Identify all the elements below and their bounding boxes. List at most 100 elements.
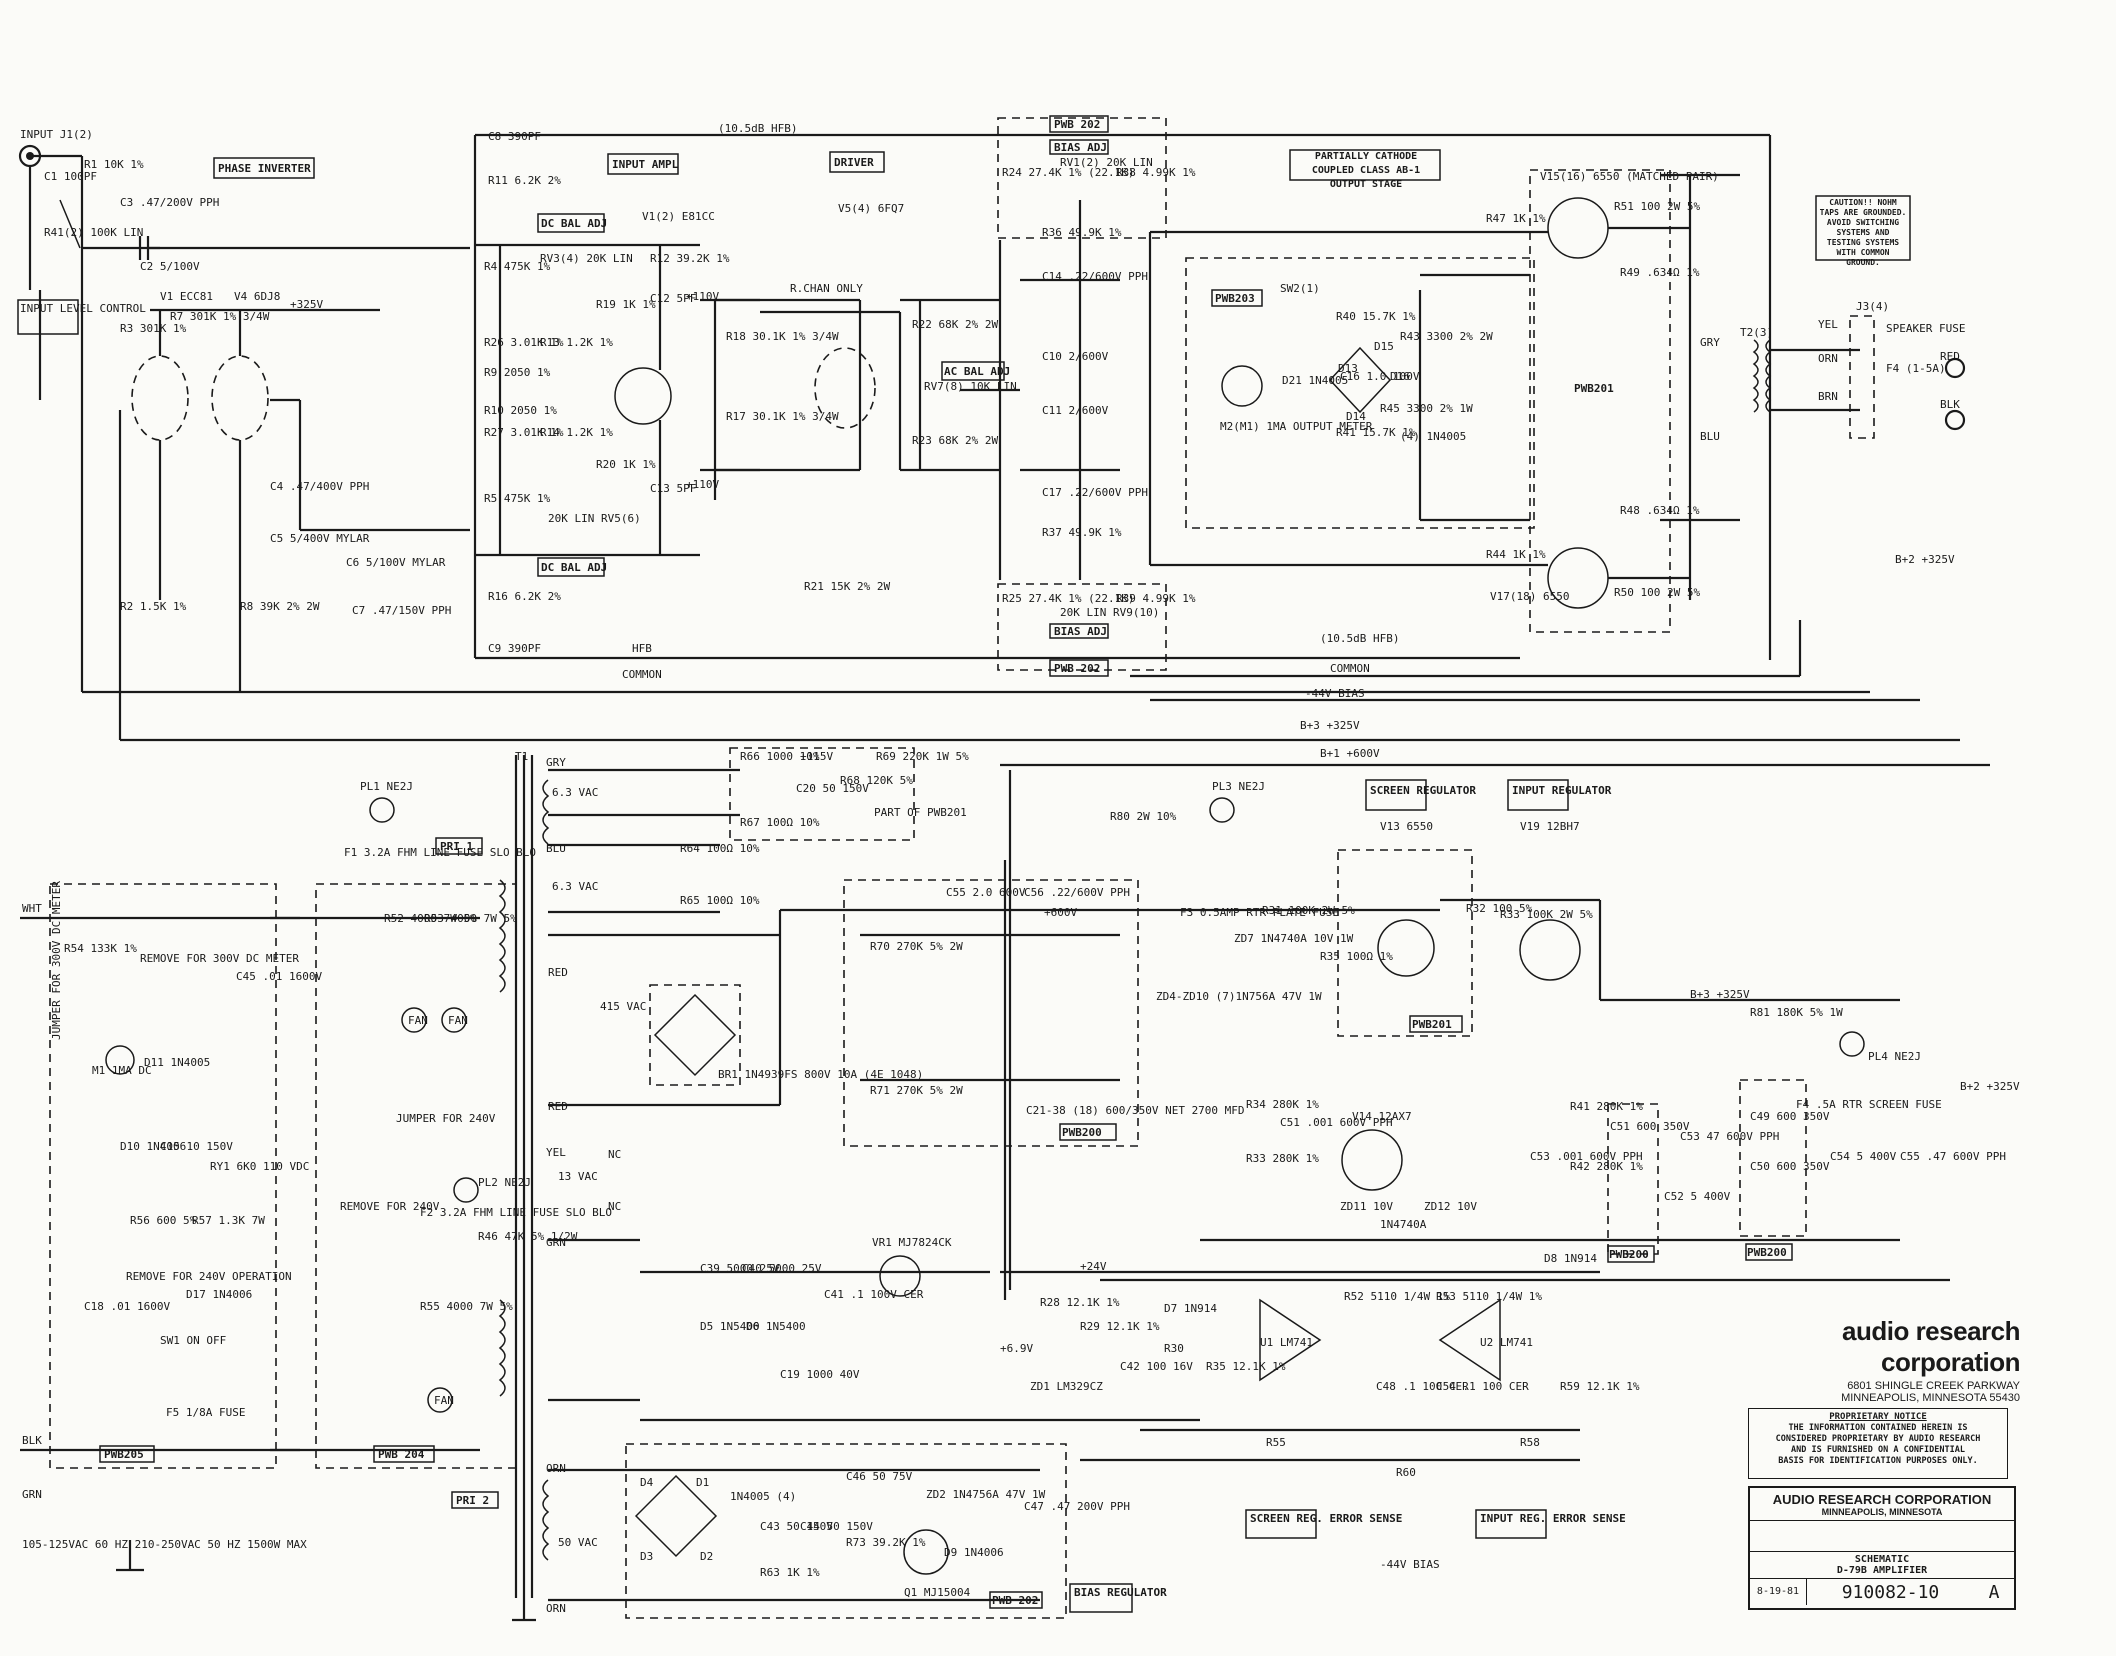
c13-label: C13 5PF (650, 482, 696, 495)
c16-label: C16 1.0 100V (1340, 370, 1420, 383)
output-stage-box (1289, 149, 1441, 181)
input-ampl-box (607, 153, 679, 175)
pwb202-top-tag (1049, 115, 1109, 133)
part-of-label: PART OF PWB201 (874, 806, 967, 819)
zd11-label: ZD11 10V (1340, 1200, 1393, 1213)
c41-label: C41 .1 100V CER (824, 1288, 924, 1301)
bias-reg-box (1069, 1583, 1133, 1613)
bias-adj-bottom-tag (1049, 623, 1109, 639)
r51-label: R51 100 2W 5% (1614, 200, 1700, 213)
fan2-label: FAN (448, 1014, 468, 1027)
phase-inverter-box (213, 157, 315, 179)
r36-label: R36 49.9K 1% (1042, 226, 1122, 239)
pri2-tag (451, 1491, 499, 1509)
j3-label: J3(4) (1856, 300, 1889, 313)
orn-label: ORN (1818, 352, 1838, 365)
r21-label: R21 15K 2% 2W (804, 580, 890, 593)
r34-label: R34 280K 1% (1246, 1098, 1319, 1111)
speaker-black-terminal-icon[interactable] (1944, 409, 1966, 431)
grn-label: GRN (22, 1488, 42, 1501)
pri1-label: PRI 1 (440, 840, 473, 853)
c12-label: C12 5PF (650, 292, 696, 305)
pwb200-caps-label: PWB200 (1062, 1126, 1102, 1139)
caution-note: CAUTION!! NOHM TAPS ARE GROUNDED. AVOID … (1819, 198, 1907, 267)
remove240-label: REMOVE FOR 240V (340, 1200, 440, 1213)
vac13-label: 13 VAC (558, 1170, 598, 1183)
c2-label: C2 5/100V (140, 260, 200, 273)
r27-label: R27 3.01K 1% (484, 426, 564, 439)
r17-label: R17 30.1K 1% 3/4W (726, 410, 839, 423)
r8-label: R8 39K 2% 2W (240, 600, 320, 613)
v19-tube-icon (1519, 919, 1581, 981)
input-reg-label: INPUT REGULATOR (1512, 784, 1612, 797)
bias2-label: -44V BIAS (1380, 1558, 1440, 1571)
r52b-label: R52 5110 1/4W 1% (1344, 1290, 1450, 1303)
vin-label: 105-125VAC 60 HZ 210-250VAC 50 HZ 1500W … (22, 1538, 307, 1551)
pri2-label: PRI 2 (456, 1494, 489, 1507)
r71-label: R71 270K 5% 2W (870, 1084, 963, 1097)
r40-label: R40 15.7K 1% (1336, 310, 1416, 323)
input-reg-box (1507, 779, 1569, 811)
sw2-label: SW2(1) (1280, 282, 1320, 295)
proprietary-notice: PROPRIETARY NOTICE THE INFORMATION CONTA… (1748, 1408, 2008, 1479)
c44-label: C44 50 150V (800, 1520, 873, 1533)
rv1-label: RV1(2) 20K LIN (1060, 156, 1153, 169)
zd1-label: ZD1 LM329CZ (1030, 1380, 1103, 1393)
r70-label: R70 270K 5% 2W (870, 940, 963, 953)
vac50-label: 50 VAC (558, 1536, 598, 1549)
zd2-label: ZD2 1N4756A 47V 1W (926, 1488, 1046, 1501)
pwb204-label: PWB 204 (378, 1448, 425, 1461)
u1-opamp-icon (1259, 1298, 1322, 1382)
fan1-label: FAN (408, 1014, 428, 1027)
r69-label: R69 220K 1W 5% (876, 750, 969, 763)
r53-label: R53 4000 7W 5% (424, 912, 517, 925)
t1-label: T1 (515, 750, 528, 763)
c5-label: C5 5/400V MYLAR (270, 532, 370, 545)
tb-title: SCHEMATIC (1854, 1554, 1910, 1565)
r10-label: R10 2050 1% (484, 404, 557, 417)
d11-label: D11 1N4005 (144, 1056, 210, 1069)
pl2-label: PL2 NE2J (478, 1176, 531, 1189)
pl4-label: PL4 NE2J (1868, 1050, 1921, 1063)
hv-supply (548, 770, 1440, 1300)
common-label-1: COMMON (622, 668, 662, 681)
d1n-label: 1N4740A (1380, 1218, 1427, 1231)
d21-label: D21 1N4005 (1282, 374, 1348, 387)
br1-label: BR1 1N4939FS 800V 10A (4E 1048) (718, 1068, 923, 1081)
pwb205-tag (99, 1445, 155, 1463)
r11-label: R11 6.2K 2% (488, 174, 561, 187)
screen-reg-label: SCREEN REGULATOR (1370, 784, 1476, 797)
notice-line-3: AND IS FURNISHED ON A CONFIDENTIAL (1791, 1445, 1965, 1455)
blu-out-label: BLU (1700, 430, 1720, 443)
filament-windings (548, 768, 740, 914)
r9-label: R9 2050 1% (484, 366, 551, 379)
pwb202-bottom-tag (989, 1591, 1043, 1609)
c1-label: C1 100PF (44, 170, 97, 183)
r58-label: R58 (1520, 1436, 1540, 1449)
r44-label: R44 1K 1% (1486, 548, 1546, 561)
dc-bal-adj-top-label: DC BAL ADJ (541, 217, 607, 230)
r52-label: R52 4000 7W 5% (384, 912, 477, 925)
rv1k-label: RY1 6K0 110 VDC (210, 1160, 309, 1173)
pl1-label: PL1 NE2J (360, 780, 413, 793)
r45-label: R45 3300 2% 1W (1380, 402, 1473, 415)
notice-line-4: BASIS FOR IDENTIFICATION PURPOSES ONLY. (1778, 1456, 1978, 1466)
pwb200-a-label: PWB200 (1609, 1248, 1649, 1261)
dc-bal-adj-top-box (537, 213, 605, 233)
r25-label: R25 27.4K 1% (22.1K) (1002, 592, 1134, 605)
yel-low-label: YEL (546, 1146, 566, 1159)
phase-inverter-tubes (131, 308, 470, 692)
q1-transistor-icon (903, 1529, 949, 1575)
v110a-label: +110V (686, 290, 719, 303)
notice-line-2: CONSIDERED PROPRIETARY BY AUDIO RESEARCH (1775, 1434, 1981, 1444)
pwb200-b-box (1739, 1079, 1807, 1237)
speaker-red-terminal-icon[interactable] (1944, 357, 1966, 379)
brn-label: BRN (1818, 390, 1838, 403)
c11-label: C11 2/600V (1042, 404, 1109, 417)
b3-rail-label: B+3 +325V (1300, 719, 1360, 732)
d5-label: D5 1N5400 (700, 1320, 760, 1333)
driver-label: DRIVER (834, 156, 874, 169)
pwb202-mid-label: PWB 202 (1054, 662, 1100, 675)
d3-label: D3 (640, 1550, 653, 1563)
pwb201-out-label: PWB201 (1574, 382, 1614, 395)
